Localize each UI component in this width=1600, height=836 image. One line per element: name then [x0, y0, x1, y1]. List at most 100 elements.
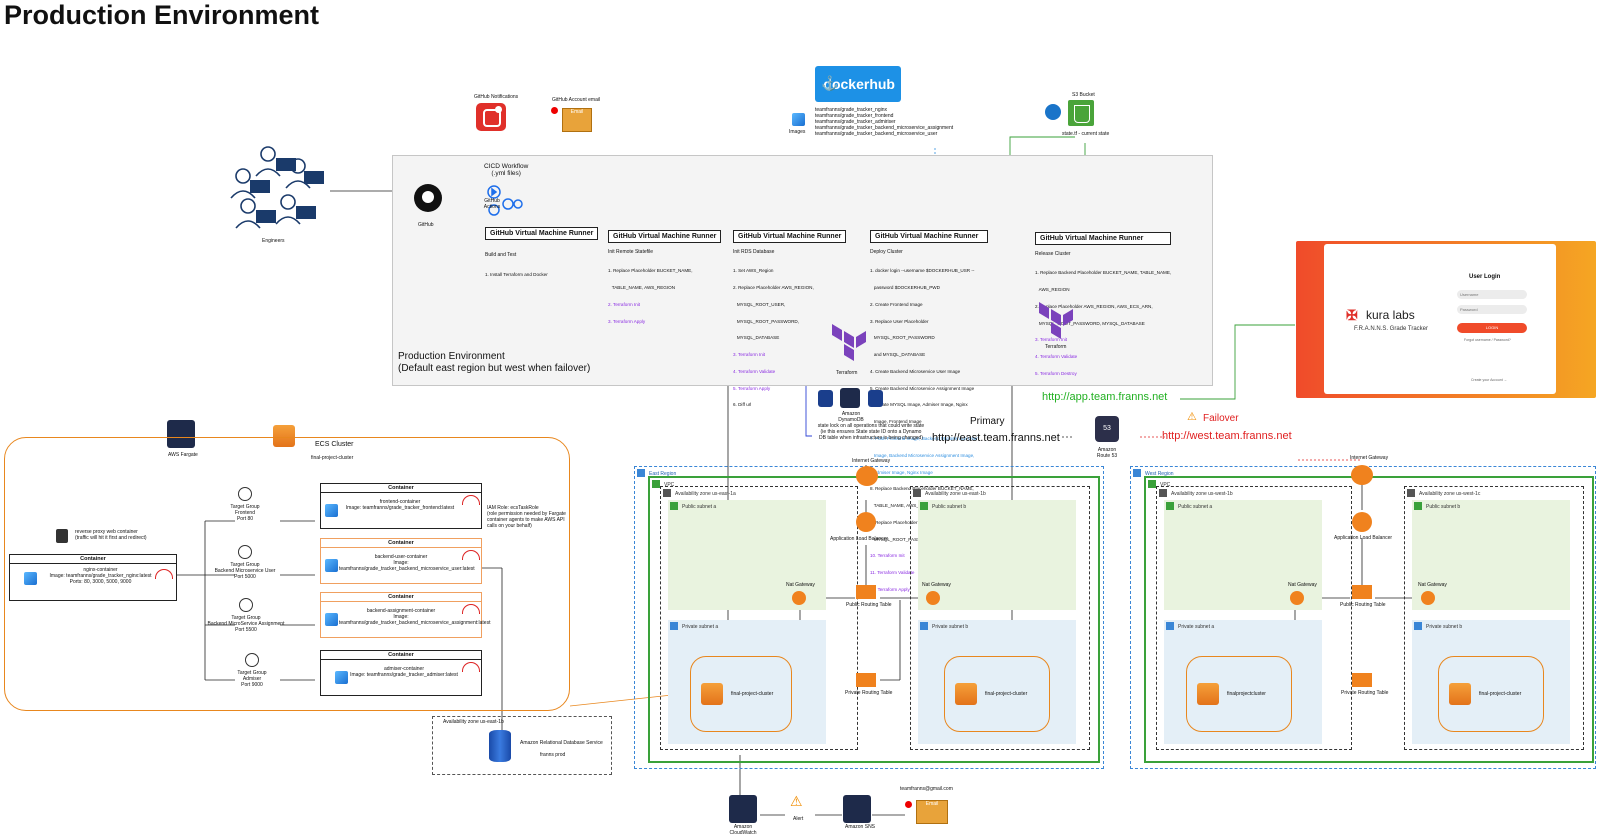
rds-az-label: Availability zone us-east-1b — [443, 719, 504, 725]
username-input[interactable] — [1457, 290, 1527, 299]
runner-init-rds-database: GitHub Virtual Machine Runner Init RDS D… — [733, 230, 847, 419]
ecs-cluster-label: ECS Cluster — [315, 441, 354, 448]
subnet-lock-icon — [920, 622, 928, 630]
terraform-label: Terraform — [836, 370, 858, 376]
target-group-admiser: Target Group Admiser Port 9000 — [222, 653, 282, 688]
repo-item: teamfranns/grade_tracker_backend_microse… — [815, 131, 938, 137]
container-details: backend-assignment-container Image: team… — [339, 608, 491, 626]
proxy-note-line: (traffic will hit it first and redirect) — [75, 535, 147, 541]
lock-icon — [818, 390, 833, 407]
container-image: Image: teamfranns/grade_tracker_frontend… — [345, 505, 455, 511]
cluster-label: final-project-cluster — [1479, 691, 1522, 697]
kura-logo-icon: ✠ — [1346, 307, 1358, 323]
runner-step: 8. Replace Backend Placeholder BUCKET_NA… — [870, 486, 974, 492]
dynamodb-icon — [840, 388, 860, 408]
runner-step: 2. Create Frontend Image — [870, 301, 923, 307]
az-label: Availability zone us-east-1a — [675, 491, 736, 497]
runner-step: password $DOCKERHUB_PWD — [870, 284, 940, 290]
login-button[interactable]: LOGIN — [1457, 323, 1527, 333]
az-icon — [663, 489, 671, 497]
runner-subtitle: Release Cluster — [1035, 251, 1071, 257]
runner-build-and-test: GitHub Virtual Machine Runner Build and … — [485, 227, 599, 289]
cloudwatch-label: Amazon CloudWatch — [729, 824, 757, 836]
forgot-link[interactable]: Forgot username / Password? — [1464, 338, 1511, 342]
nat-gateway-icon — [792, 591, 806, 605]
password-input[interactable] — [1457, 305, 1527, 314]
rds-az-box: Availability zone us-east-1b — [432, 716, 612, 775]
subnet-label: Private subnet a — [1178, 624, 1215, 630]
ecs-icon — [955, 683, 977, 705]
repo-item: teamfranns/grade_tracker_admiriser — [815, 119, 896, 125]
subnet-lock-icon — [1166, 502, 1174, 510]
repo-item: teamfranns/grade_tracker_nginx — [815, 107, 887, 113]
container-head: Container — [321, 539, 481, 548]
backend-assignment-container-box: Container backend-assignment-container I… — [320, 592, 491, 638]
west-az-a: Availability zone us-west-1b — [1156, 486, 1352, 750]
runner-step: 1. Install Terraform and Docker — [485, 272, 548, 278]
public-rt-label: Public Routing Table — [846, 602, 892, 608]
iam-role-note: IAM Role: ecsTaskRole (role permission n… — [487, 505, 566, 529]
tg-line: Port 9000 — [241, 682, 263, 688]
create-account-link[interactable]: Create your Account → — [1471, 378, 1508, 382]
github-actions-icon — [486, 184, 523, 216]
runner-steps: 1. Replace Placeholder BUCKET_NAME, TABL… — [608, 257, 721, 335]
dynamodb-note: state lock on all operations that could … — [806, 423, 936, 441]
subnet-label: Public subnet b — [932, 504, 967, 510]
iam-note-line: IAM Role: ecsTaskRole — [487, 505, 539, 511]
tg-line: Target Group — [231, 615, 261, 621]
routing-table-icon — [1352, 673, 1372, 687]
routing-table-icon — [856, 673, 876, 687]
west-region-label: West Region — [1145, 471, 1174, 477]
sns-label: Amazon SNS — [845, 824, 876, 830]
runner-step: 6. Create MYSQL Image, Admiser Image, Ng… — [870, 402, 968, 408]
runner-step: 3. Terraform Init — [1035, 337, 1068, 343]
iam-note-line: container agents to make AWS API — [487, 517, 565, 523]
runner-init-remote-statefile: GitHub Virtual Machine Runner Init Remot… — [608, 230, 722, 335]
cluster-label: final-project-cluster — [731, 691, 774, 697]
west-az-b: Availability zone us-west-1c — [1404, 486, 1584, 750]
runner-step: 3. Terraform Apply — [608, 318, 646, 324]
nat-gateway-icon — [926, 591, 940, 605]
engineers-icon — [230, 146, 324, 229]
kura-brand: kura labs — [1366, 308, 1415, 322]
ecs-icon — [1449, 683, 1471, 705]
container-image: Image: teamfranns/grade_tracker_backend_… — [339, 614, 491, 626]
target-group-backend-user: Target Group Backend Microservice User P… — [206, 545, 284, 580]
login-title: User Login — [1469, 274, 1501, 280]
east-az-b: Availability zone us-east-1b — [910, 486, 1090, 750]
container-image: Image: teamfranns/grade_tracker_backend_… — [339, 560, 475, 572]
repo-item: teamfranns/grade_tracker_frontend — [815, 113, 894, 119]
container-head: Container — [321, 484, 481, 493]
nginx-container-box: Container nginx-container Image: teamfra… — [9, 554, 177, 601]
east-url-link[interactable]: http://east.team.franns.net — [932, 432, 1060, 444]
subnet-lock-icon — [1166, 622, 1174, 630]
runner-step: 3. Replace User Placeholder — [870, 318, 929, 324]
runner-subtitle: Init RDS Database — [733, 249, 775, 255]
redhat-icon — [462, 604, 480, 614]
notifications-icon — [476, 103, 506, 131]
dynamodb-note-line: (ie this ensures State state ID onto a D… — [820, 429, 922, 435]
tg-line: Port 5000 — [234, 574, 256, 580]
load-balancer-icon — [856, 512, 876, 532]
west-url-link[interactable]: http://west.team.franns.net — [1162, 430, 1292, 442]
runner-step: 10. Terraform Init — [870, 553, 905, 559]
runner-title: GitHub Virtual Machine Runner — [870, 230, 988, 243]
ecs-icon — [273, 425, 295, 447]
cloudwatch-icon — [729, 795, 757, 823]
tg-line: Backend MicroService Assignment — [207, 621, 285, 627]
subnet-label: Public subnet a — [1178, 504, 1213, 510]
private-rt-label: Private Routing Table — [1341, 690, 1389, 696]
runner-step: 2. Replace Placeholder AWS_REGION, AWS_E… — [1035, 303, 1153, 309]
container-details: frontend-container Image: teamfranns/gra… — [341, 499, 459, 511]
proxy-label-line: reverse proxy web container — [75, 529, 138, 535]
container-cube-icon — [325, 613, 338, 626]
alb-label: Application Load Balancer — [1334, 535, 1393, 541]
ecs-icon — [701, 683, 723, 705]
runner-step: 5. Create Backend Microservice Assignmen… — [870, 385, 975, 391]
runner-step: 6. Diff url — [733, 402, 752, 408]
container-name: nginx-container — [83, 567, 118, 573]
app-url-link[interactable]: http://app.team.franns.net — [1042, 391, 1168, 403]
github-icon — [414, 184, 442, 212]
frontend-container-box: Container frontend-container Image: team… — [320, 483, 482, 529]
container-name: admiser-container — [383, 666, 425, 672]
